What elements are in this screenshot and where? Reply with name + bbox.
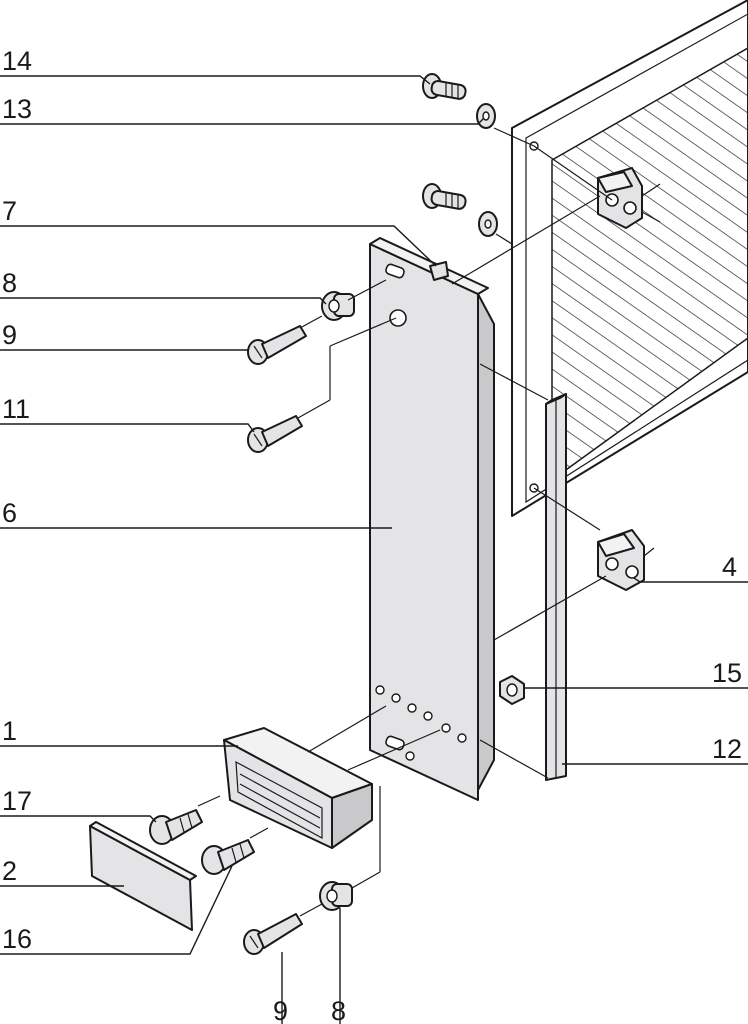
screw-11: [247, 415, 303, 453]
callout-1: 1: [2, 716, 17, 746]
screw-16: [201, 839, 255, 875]
callout-8-top: 8: [2, 268, 17, 298]
callout-16: 16: [2, 924, 32, 954]
screw-9-top: [247, 325, 307, 365]
spring-clip-7: [429, 261, 449, 281]
screw-17: [149, 809, 203, 845]
washer-upper-second: [478, 211, 498, 237]
callout-2: 2: [2, 856, 17, 886]
callout-8-bottom: 8: [331, 996, 346, 1024]
screw-upper-second: [422, 183, 467, 210]
assembly-guide-lines: [197, 127, 613, 917]
callout-9-bottom: 9: [273, 996, 288, 1024]
screw-14: [422, 73, 467, 100]
screw-9-bottom: [243, 913, 303, 955]
callout-4: 4: [722, 552, 737, 582]
callout-14: 14: [2, 46, 32, 76]
callout-labels: 14 13 7 8 9 11 6 1 17 2 16 4 15 12 9 8: [2, 46, 742, 1024]
callout-15: 15: [712, 658, 742, 688]
leader-lines: [0, 75, 748, 1024]
nut-15: [499, 675, 525, 705]
callout-17: 17: [2, 786, 32, 816]
callout-7: 7: [2, 196, 17, 226]
callout-6: 6: [2, 498, 17, 528]
slide-nut-block-top: [597, 167, 661, 229]
handle-housing-1: [223, 727, 373, 849]
washer-13: [476, 103, 496, 129]
collar-bushing-8-bottom: [319, 881, 353, 911]
rail-bar-12: [545, 393, 567, 781]
callout-13: 13: [2, 94, 32, 124]
collar-bushing-8-top: [321, 291, 355, 321]
slide-nut-block-4: [597, 529, 655, 591]
callout-9-top: 9: [2, 320, 17, 350]
front-panel-6: [369, 237, 495, 801]
label-strip-2: [89, 821, 197, 931]
callout-12: 12: [712, 734, 742, 764]
callout-11: 11: [2, 394, 30, 424]
rear-wall-panel: [511, 0, 748, 517]
